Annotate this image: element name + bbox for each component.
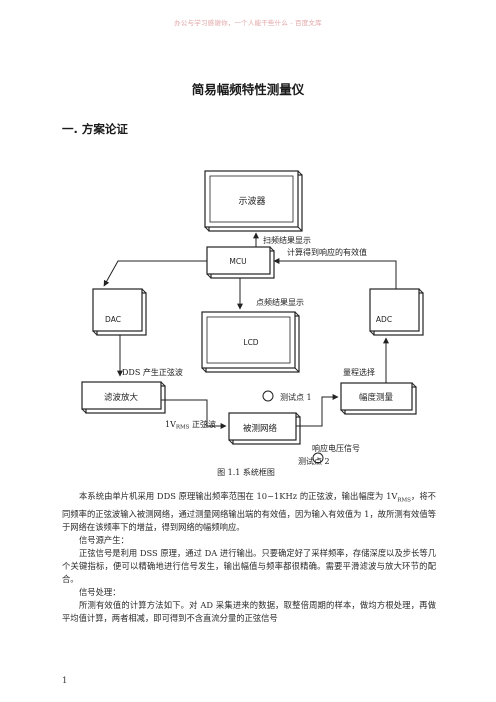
section-heading: 一. 方案论证	[62, 122, 128, 136]
oscilloscope-label: 示波器	[238, 195, 265, 207]
network-under-test-label: 被测网络	[243, 423, 278, 434]
label-test-point-2: 测试点 2	[298, 456, 330, 466]
figure-caption: 图 1.1 系统框图	[217, 467, 275, 477]
mcu-box	[206, 246, 275, 279]
label-range-select: 量程选择	[343, 367, 375, 377]
diagram-connectors	[103, 232, 397, 429]
label-dds-sine: DDS 产生正弦波	[122, 367, 183, 377]
dac-label: DAC	[105, 315, 121, 324]
amplitude-measure-box	[340, 382, 417, 415]
paragraph-signal-source: 正弦信号是利用 DSS 原理，通过 DA 进行输出。只要确定好了采样频率，存储深…	[62, 547, 436, 584]
watermark-text: 办公与学习感谢你，一个人能干些什么 - 百度文库	[174, 19, 322, 27]
dac-box	[92, 288, 147, 336]
filter-amp-label: 滤波放大	[104, 392, 139, 403]
label-sweep-display: 扫频结果显示	[263, 235, 311, 245]
filter-amp-box	[81, 381, 166, 414]
label-compute-rms: 计算得到响应的有效值	[287, 247, 367, 257]
paragraph-system-overview: 本系统由单片机采用 DDS 原理输出频率范围在 10~1KHz 的正弦波，输出幅…	[62, 491, 436, 532]
adc-label: ADC	[376, 315, 392, 324]
oscilloscope-box	[204, 170, 303, 232]
paragraph-signal-processing: 所测有效值的计算方法如下。对 AD 采集进来的数据，取整倍周期的样本，做均方根处…	[62, 599, 436, 623]
document-title: 简易幅频特性测量仪	[191, 82, 305, 97]
heading-signal-source: 信号源产生：	[79, 534, 129, 545]
lcd-label: LCD	[243, 338, 258, 347]
label-response-voltage: 响应电压信号	[312, 443, 360, 453]
lcd-box	[201, 311, 300, 373]
label-point-display: 点频结果显示	[256, 297, 304, 307]
heading-signal-processing: 信号处理：	[79, 586, 121, 597]
adc-box	[369, 288, 424, 336]
test-point-2-marker	[312, 452, 324, 464]
test-point-1-marker	[262, 390, 274, 402]
label-test-point-1: 测试点 1	[280, 392, 312, 402]
amplitude-measure-label: 幅度测量	[359, 392, 394, 403]
body-text-block: 本系统由单片机采用 DDS 原理输出频率范围在 10~1KHz 的正弦波，输出幅…	[62, 490, 436, 625]
label-1v-rms-sine: 1VRMS 正弦波	[165, 419, 216, 431]
page-number: 1	[62, 676, 68, 686]
network-under-test-box	[228, 412, 301, 445]
mcu-label: MCU	[229, 257, 246, 266]
